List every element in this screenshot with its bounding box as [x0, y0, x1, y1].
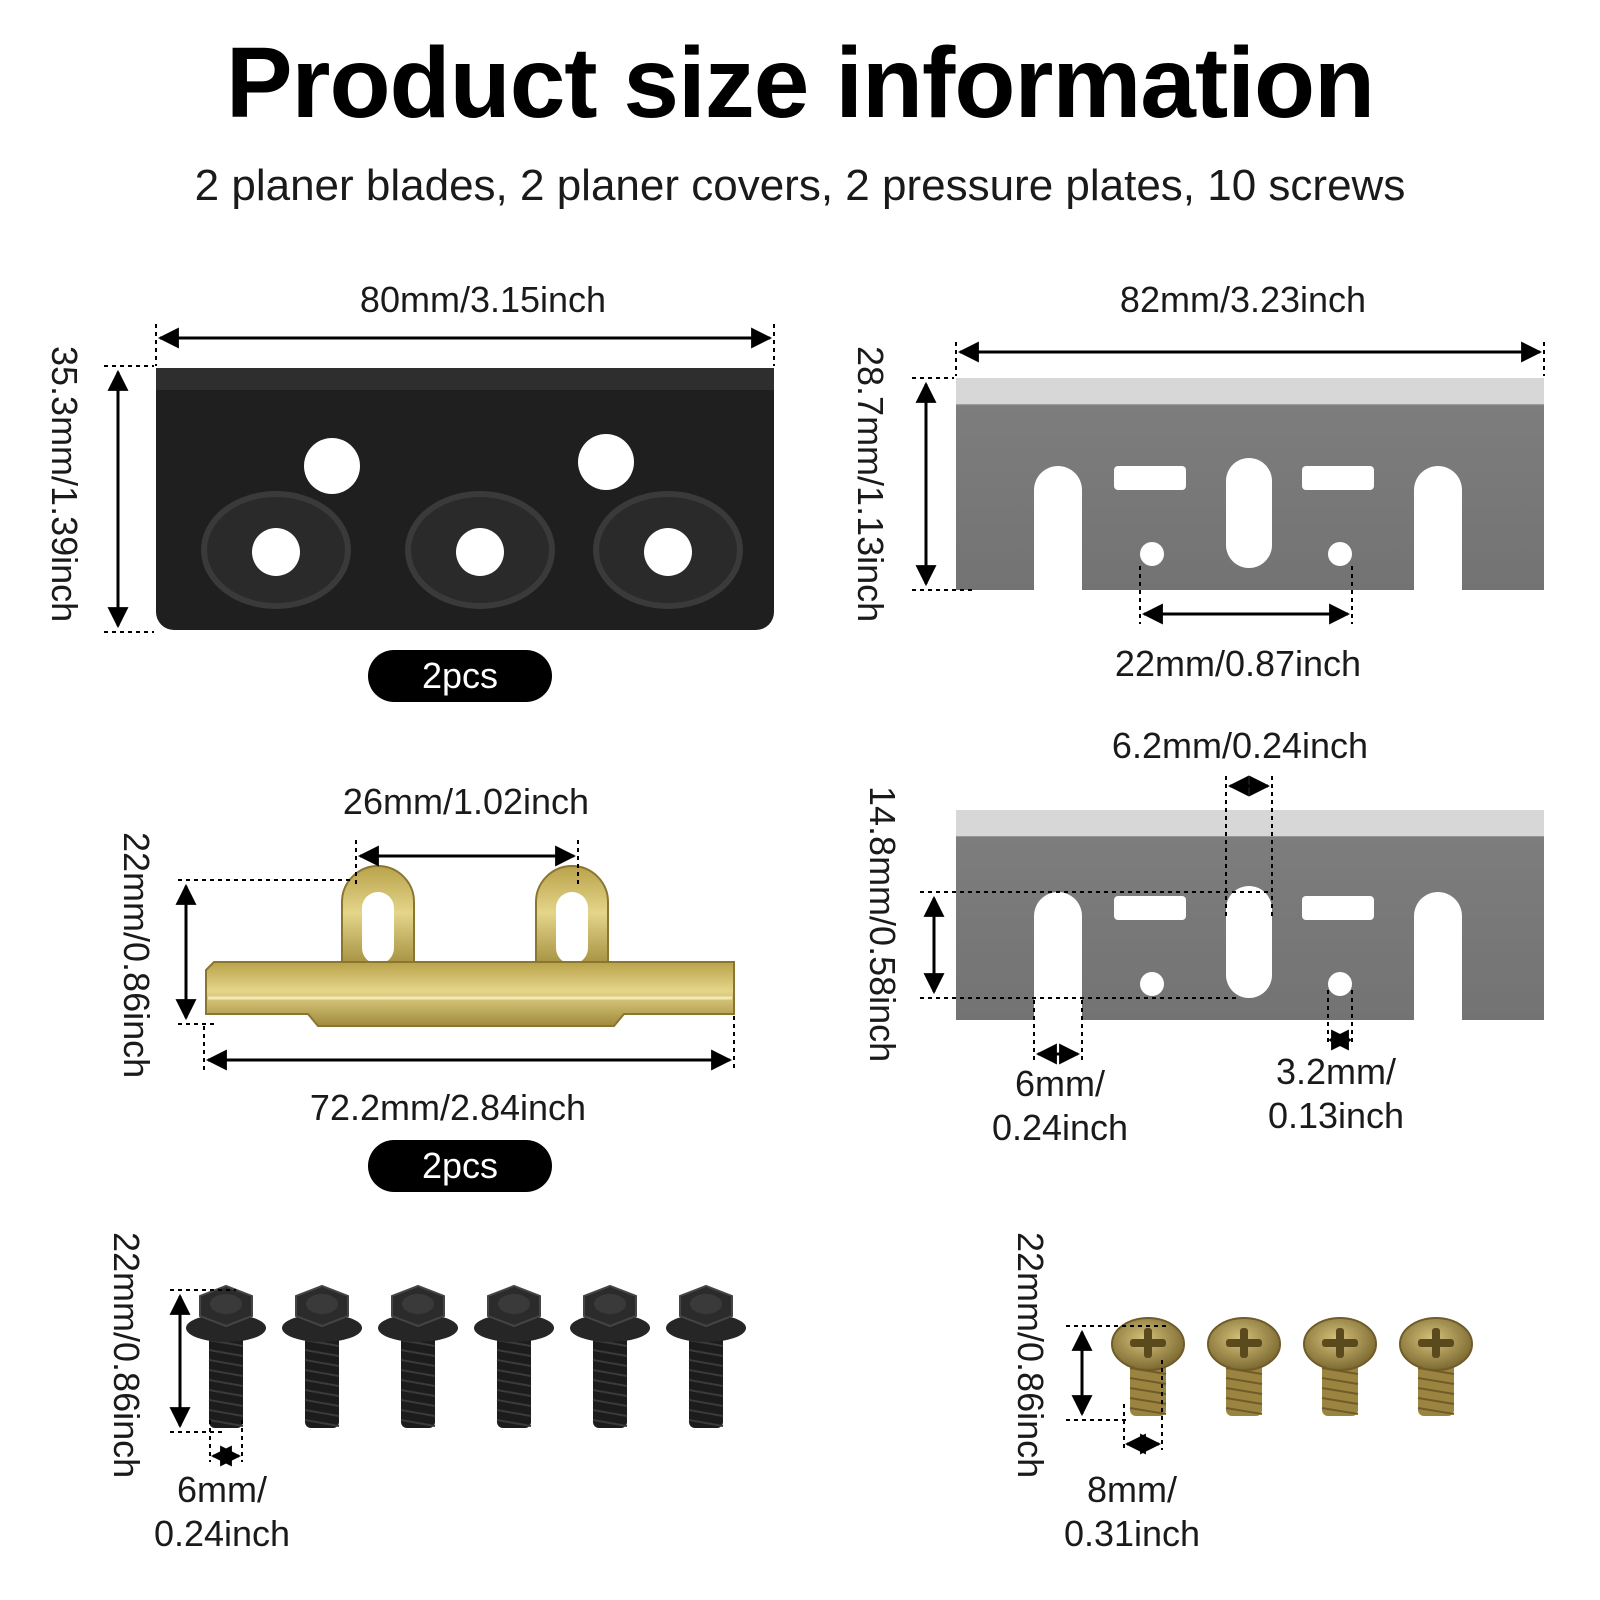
side-slot-width-label-line1: 6mm/	[1015, 1063, 1105, 1104]
side-slot-width-label-line2: 0.24inch	[991, 1107, 1129, 1148]
hole-diameter-label-line2: 0.13inch	[1267, 1095, 1405, 1136]
cover-quantity-badge: 2pcs	[368, 650, 552, 702]
blade-hole-spacing-label: 22mm/0.87inch	[1114, 643, 1362, 684]
planer-blade-detail	[956, 810, 1544, 1020]
pressure-plate-dimension-lines	[175, 840, 735, 1071]
plate-quantity-badge: 2pcs	[368, 1140, 552, 1192]
hex-screw	[570, 1284, 650, 1428]
pressure-plate	[205, 865, 735, 1027]
phillips-screw	[1303, 1317, 1377, 1416]
cover-width-label: 80mm/3.15inch	[359, 279, 607, 320]
phillips-screw-dimension-lines	[1066, 1325, 1170, 1455]
phillips-screw	[1207, 1317, 1281, 1416]
phillips-screw-group	[1111, 1317, 1473, 1416]
phillips-screw-length-label: 22mm/0.86inch	[1010, 1232, 1051, 1479]
hex-screw-dimension-lines	[169, 1289, 243, 1467]
cover-dimension-lines	[104, 324, 775, 633]
phillips-screw-diameter-label-line1: 8mm/	[1087, 1469, 1177, 1510]
phillips-screw-diameter-label-line2: 0.31inch	[1063, 1513, 1201, 1554]
planer-cover	[156, 368, 774, 630]
plate-slot-spacing-label: 26mm/1.02inch	[342, 781, 590, 822]
hex-screw	[282, 1284, 362, 1428]
hole-diameter-label-line1: 3.2mm/	[1275, 1051, 1397, 1092]
hex-screw-group	[186, 1284, 746, 1428]
hex-screw-diameter-label-line2: 0.24inch	[153, 1513, 291, 1554]
hex-screw-length-label: 22mm/0.86inch	[106, 1232, 147, 1479]
hex-screw	[186, 1284, 266, 1428]
hex-screw	[474, 1284, 554, 1428]
page-title: Product size information	[225, 27, 1375, 139]
blade-detail-dimension-lines	[920, 775, 1353, 1065]
planer-blade-top	[956, 378, 1544, 590]
hex-screw-diameter-label-line1: 6mm/	[177, 1469, 267, 1510]
center-slot-width-label: 6.2mm/0.24inch	[1111, 725, 1369, 766]
blade-height-label: 28.7mm/1.13inch	[850, 346, 891, 623]
plate-height-label: 22mm/0.86inch	[116, 832, 157, 1079]
phillips-screw	[1111, 1317, 1185, 1416]
blade-width-label: 82mm/3.23inch	[1119, 279, 1367, 320]
blade-top-dimension-lines	[912, 341, 1545, 625]
hex-screw	[666, 1284, 746, 1428]
page-subtitle: 2 planer blades, 2 planer covers, 2 pres…	[194, 161, 1406, 210]
phillips-screw	[1399, 1317, 1473, 1416]
plate-length-label: 72.2mm/2.84inch	[309, 1087, 587, 1128]
hex-screw	[378, 1284, 458, 1428]
cover-height-label: 35.3mm/1.39inch	[44, 346, 85, 623]
slot-height-label: 14.8mm/0.58inch	[862, 786, 903, 1063]
